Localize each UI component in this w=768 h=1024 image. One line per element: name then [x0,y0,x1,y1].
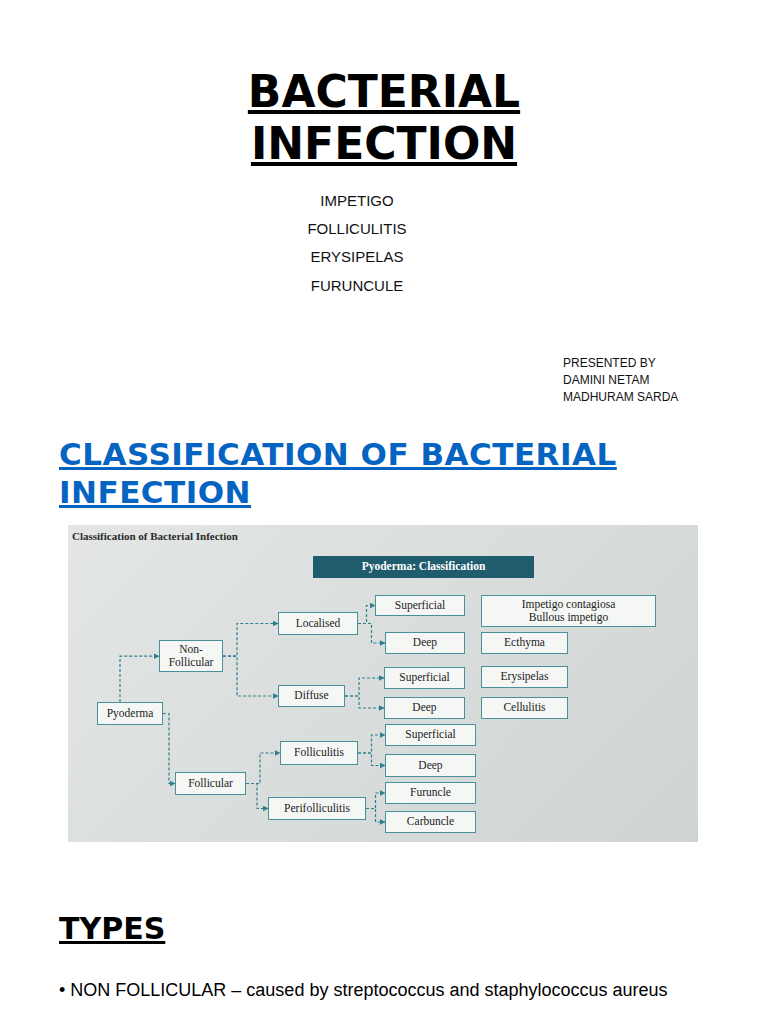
class-box: Impetigo contagiosaBullous impetigo [481,595,656,627]
box-text: Non-Follicular [166,643,216,669]
class-box: Deep [385,754,476,777]
class-box: Erysipelas [481,666,568,688]
dashed-arrow [366,793,385,809]
box-text: Furuncle [410,786,451,799]
topic-item: FURUNCULE [257,277,457,295]
box-text: Bullous impetigo [529,611,609,624]
box-text: Deep [413,636,437,649]
dashed-arrow [345,678,384,696]
topic-item: ERYSIPELAS [257,248,457,266]
topic-item: FOLLICULITIS [257,220,457,238]
class-box: Superficial [375,595,465,616]
dashed-arrow [120,656,159,702]
slide-title: BACTERIAL INFECTION [184,66,584,170]
dashed-arrow [358,753,385,766]
dashed-arrow [246,784,268,809]
class-box: Furuncle [385,782,476,804]
class-box: Pyoderma [97,702,163,725]
box-text: Pyoderma: Classification [362,560,486,573]
class-box: Cellulitis [481,697,568,719]
box-text: Pyoderma [107,707,154,720]
dashed-arrow [345,696,384,708]
class-box: Carbuncle [385,811,476,833]
box-text: Deep [412,701,436,714]
dashed-arrow [223,656,278,696]
box-text: Perifolliculitis [284,802,350,815]
dashed-arrow [246,753,280,784]
topic-item: IMPETIGO [257,192,457,210]
box-text: Follicular [188,777,233,790]
class-box: Follicular [175,772,246,795]
box-text: Deep [418,759,442,772]
class-box: Superficial [384,667,465,689]
dashed-arrow [366,809,385,823]
box-text: Superficial [399,671,449,684]
class-box: Deep [385,632,465,654]
box-text: Folliculitis [294,746,344,759]
box-text: Localised [296,617,341,630]
section-heading: CLASSIFICATION OF BACTERIAL INFECTION [59,435,709,511]
class-box: Ecthyma [481,632,568,654]
box-text: Erysipelas [501,670,549,683]
presenter-name: MADHURAM SARDA [563,390,678,405]
class-box: Non-Follicular [159,640,223,672]
photo-caption: Classification of Bacterial Infection [72,529,238,543]
dashed-arrow [163,714,175,784]
class-box: Deep [384,697,465,719]
class-box: Folliculitis [280,741,358,765]
dashed-arrow [358,735,385,753]
box-text: Ecthyma [504,636,545,649]
presenter-note: PRESENTED BY [563,356,656,371]
box-text: Impetigo contagiosa [522,598,616,611]
class-box: Superficial [385,724,476,746]
dashed-arrow [358,624,385,644]
dashed-arrow [358,606,375,624]
class-box: Diffuse [278,685,345,707]
section-heading: TYPES [59,911,165,947]
bullet-text: • NON FOLLICULAR – caused by streptococc… [59,980,699,1001]
box-text: Superficial [405,728,455,741]
box-text: Carbuncle [407,815,454,828]
class-box: Perifolliculitis [268,797,366,820]
presenter-name: DAMINI NETAM [563,373,649,388]
box-text: Diffuse [294,689,328,702]
dashed-arrow [223,624,278,657]
header-box: Pyoderma: Classification [313,556,534,578]
box-text: Superficial [395,599,445,612]
class-box: Localised [278,612,358,635]
box-text: Cellulitis [503,701,545,714]
